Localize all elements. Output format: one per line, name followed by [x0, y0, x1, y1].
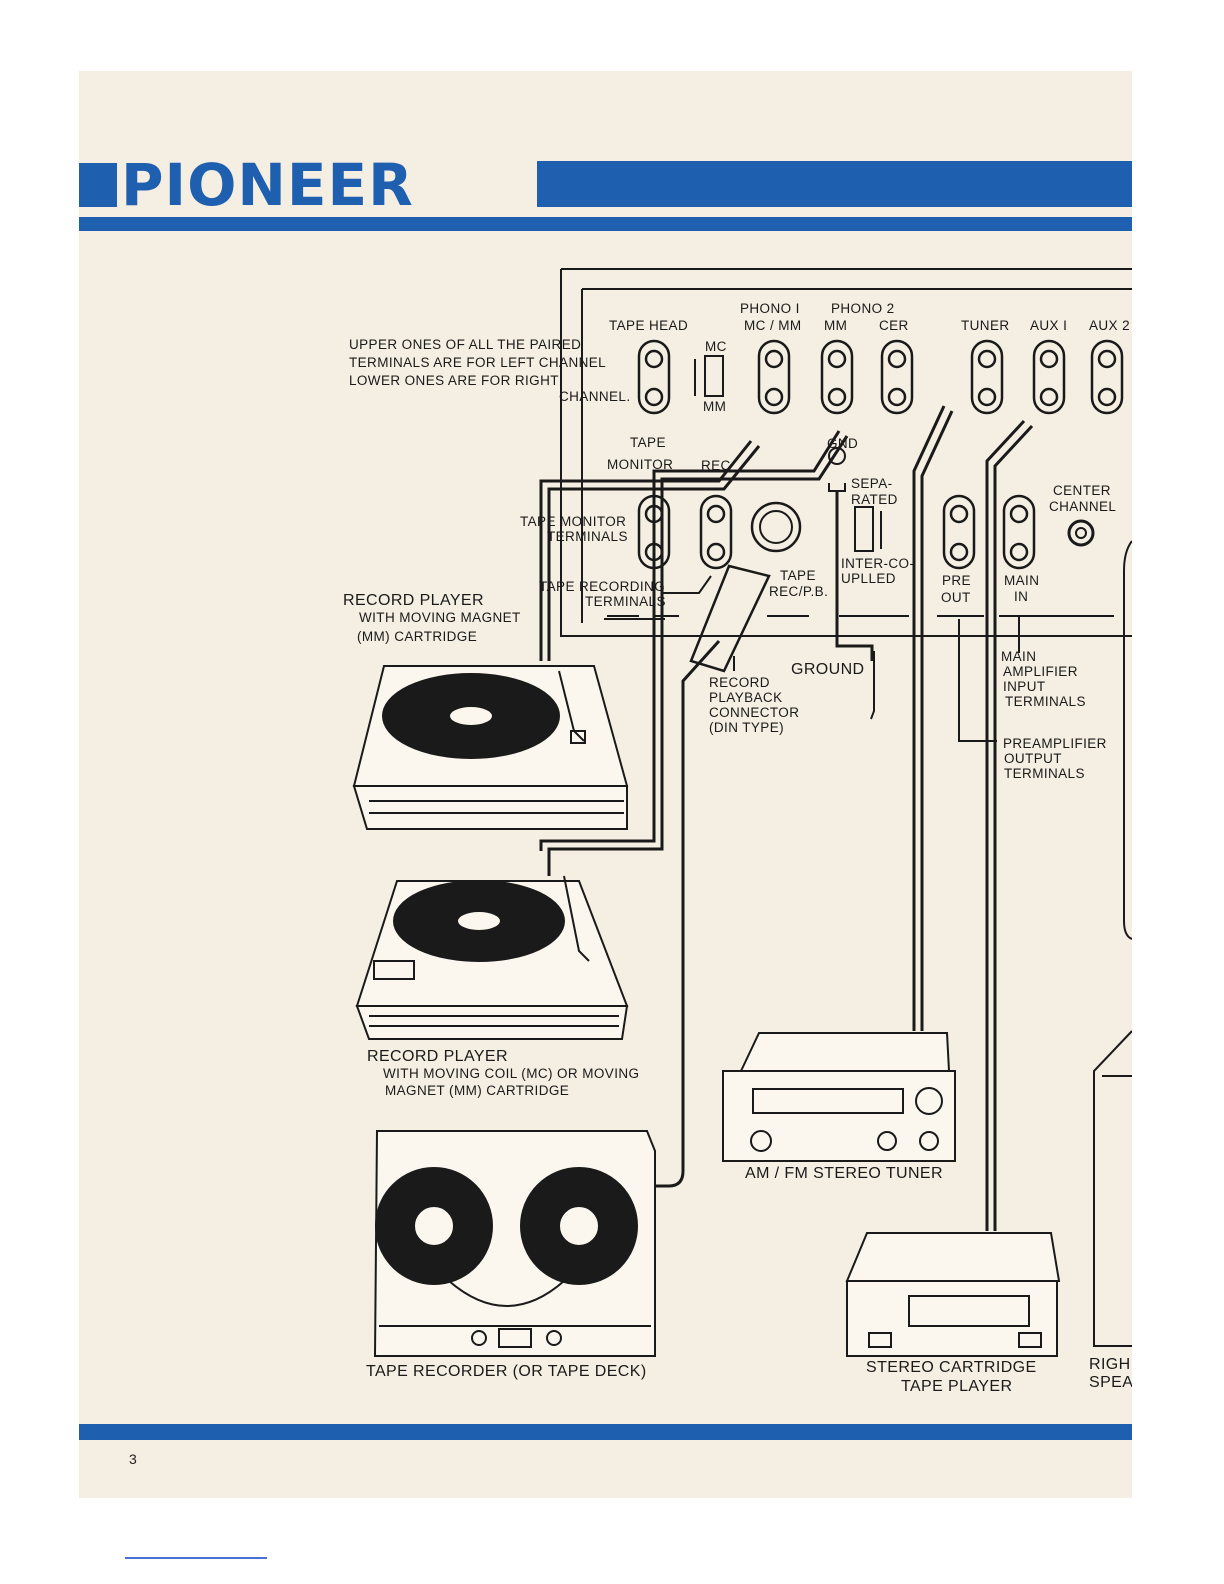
- record-player-mc: [355, 875, 629, 1040]
- connection-diagram: PHONO I PHONO 2 TAPE HEAD MC / MM MM CER…: [343, 268, 1132, 1395]
- record-player-mm: [352, 665, 629, 830]
- stereo-cartridge-player: [845, 1232, 1061, 1357]
- label-tape-monitor-terminals-2: TERMINALS: [547, 529, 628, 544]
- jack-phono2-mm: [820, 339, 854, 415]
- label-record-playback-1: RECORD: [709, 675, 770, 690]
- label-tape-head: TAPE HEAD: [609, 318, 688, 333]
- jack-aux2: [1090, 339, 1124, 415]
- label-pre-out-1: PRE: [942, 573, 971, 588]
- jack-main-in: [1002, 494, 1036, 570]
- jack-center-channel: [1067, 519, 1095, 547]
- label-main-amp-input-2: AMPLIFIER: [1003, 664, 1078, 679]
- label-right-speaker-2: SPEA: [1089, 1374, 1132, 1391]
- cable-tape-recorder: [651, 639, 721, 1188]
- label-main-amp-input-1: MAIN: [1001, 649, 1036, 664]
- label-rec: REC: [701, 458, 731, 473]
- jack-tape-rec: [699, 494, 733, 570]
- label-phono2: PHONO 2: [831, 301, 895, 316]
- manual-page: PIONEER: [79, 71, 1132, 1498]
- jack-pre-out: [942, 494, 976, 570]
- header-rule: [79, 217, 1132, 231]
- jack-tape-monitor: [637, 494, 671, 570]
- label-stereo-cartridge-1: STEREO CARTRIDGE: [866, 1359, 1037, 1376]
- jack-tape-head: [637, 339, 671, 415]
- cable-record-player-mm: [539, 440, 753, 661]
- label-main-in-2: IN: [1014, 589, 1028, 604]
- separated-switch: [854, 506, 874, 552]
- header-bar-right: [537, 161, 1132, 207]
- label-main-amp-input-4: TERMINALS: [1005, 694, 1086, 709]
- label-pre-out-2: OUT: [941, 590, 971, 605]
- label-tape-recording-terminals-2: TERMINALS: [585, 594, 666, 609]
- label-switch-mm: MM: [703, 399, 726, 414]
- note-line-3: LOWER ONES ARE FOR RIGHT: [349, 373, 559, 388]
- label-record-player-mc-sub-2: MAGNET (MM) CARTRIDGE: [385, 1083, 569, 1098]
- label-preamp-output-3: TERMINALS: [1004, 766, 1085, 781]
- label-tape-rec-pb-2: REC/P.B.: [769, 584, 828, 599]
- label-tape-monitor-terminals-1: TAPE MONITOR: [520, 514, 626, 529]
- cable-cartridge-player: [985, 419, 1026, 1231]
- label-tape: TAPE: [630, 435, 666, 450]
- label-preamp-output-2: OUTPUT: [1004, 751, 1062, 766]
- label-cer: CER: [879, 318, 909, 333]
- label-tape-recorder: TAPE RECORDER (OR TAPE DECK): [366, 1363, 647, 1380]
- header-bar-left: [79, 163, 117, 207]
- tape-recorder: [373, 1130, 656, 1357]
- label-center-channel-2: CHANNEL: [1049, 499, 1116, 514]
- label-right-speaker-1: RIGH: [1089, 1356, 1131, 1373]
- label-stereo-cartridge-2: TAPE PLAYER: [901, 1378, 1012, 1395]
- label-ground: GROUND: [791, 661, 865, 678]
- label-main-in-1: MAIN: [1004, 573, 1039, 588]
- jack-aux1: [1032, 339, 1066, 415]
- label-separated-2: RATED: [851, 492, 898, 507]
- din-plug: [689, 564, 771, 673]
- label-record-playback-4: (DIN TYPE): [709, 720, 784, 735]
- label-record-player-mc: RECORD PLAYER: [367, 1048, 508, 1065]
- am-fm-tuner: [722, 1032, 956, 1162]
- jack-phono1: [757, 339, 791, 415]
- label-aux1: AUX I: [1030, 318, 1067, 333]
- right-speaker: [1093, 1030, 1132, 1347]
- label-center-channel-1: CENTER: [1053, 483, 1111, 498]
- label-gnd: GND: [827, 436, 858, 451]
- label-aux2: AUX 2: [1089, 318, 1130, 333]
- label-mm: MM: [824, 318, 847, 333]
- label-mc: MC: [705, 339, 727, 354]
- ground-stake: [870, 651, 875, 720]
- label-am-fm-tuner: AM / FM STEREO TUNER: [745, 1165, 943, 1182]
- label-record-player-mm-sub-2: (MM) CARTRIDGE: [357, 629, 477, 644]
- label-phono1: PHONO I: [740, 301, 800, 316]
- label-intercoupled-2: UPLLED: [841, 571, 896, 586]
- page-number: 3: [129, 1451, 137, 1467]
- label-main-amp-input-3: INPUT: [1003, 679, 1046, 694]
- label-separated-1: SEPA-: [851, 476, 893, 491]
- label-record-playback-2: PLAYBACK: [709, 690, 782, 705]
- note-line-2: TERMINALS ARE FOR LEFT CHANNEL: [349, 355, 606, 370]
- link-underline[interactable]: [125, 1557, 267, 1559]
- label-mc-mm: MC / MM: [744, 318, 802, 333]
- label-monitor: MONITOR: [607, 457, 673, 472]
- label-intercoupled-1: INTER-CO-: [841, 556, 914, 571]
- jack-phono2-cer: [880, 339, 914, 415]
- jack-tuner: [970, 339, 1004, 415]
- din-socket: [750, 501, 802, 553]
- label-record-player-mc-sub-1: WITH MOVING COIL (MC) OR MOVING: [383, 1066, 639, 1081]
- cable-record-player-mc: [539, 430, 841, 851]
- gnd-terminal: [828, 447, 846, 465]
- label-tape-rec-pb-1: TAPE: [780, 568, 816, 583]
- mc-mm-switch: [704, 355, 724, 397]
- cable-tuner: [912, 405, 946, 1031]
- label-preamp-output-1: PREAMPLIFIER: [1003, 736, 1107, 751]
- pioneer-logo: PIONEER: [121, 151, 414, 219]
- footer-rule: [79, 1424, 1132, 1440]
- label-record-player-mm: RECORD PLAYER: [343, 592, 484, 609]
- label-record-player-mm-sub-1: WITH MOVING MAGNET: [359, 610, 521, 625]
- cable-ground: [835, 491, 874, 661]
- label-tape-recording-terminals-1: TAPE RECORDING: [539, 579, 665, 594]
- label-tuner: TUNER: [961, 318, 1010, 333]
- label-record-playback-3: CONNECTOR: [709, 705, 799, 720]
- note-line-4: CHANNEL.: [559, 389, 630, 404]
- note-line-1: UPPER ONES OF ALL THE PAIRED: [349, 337, 581, 352]
